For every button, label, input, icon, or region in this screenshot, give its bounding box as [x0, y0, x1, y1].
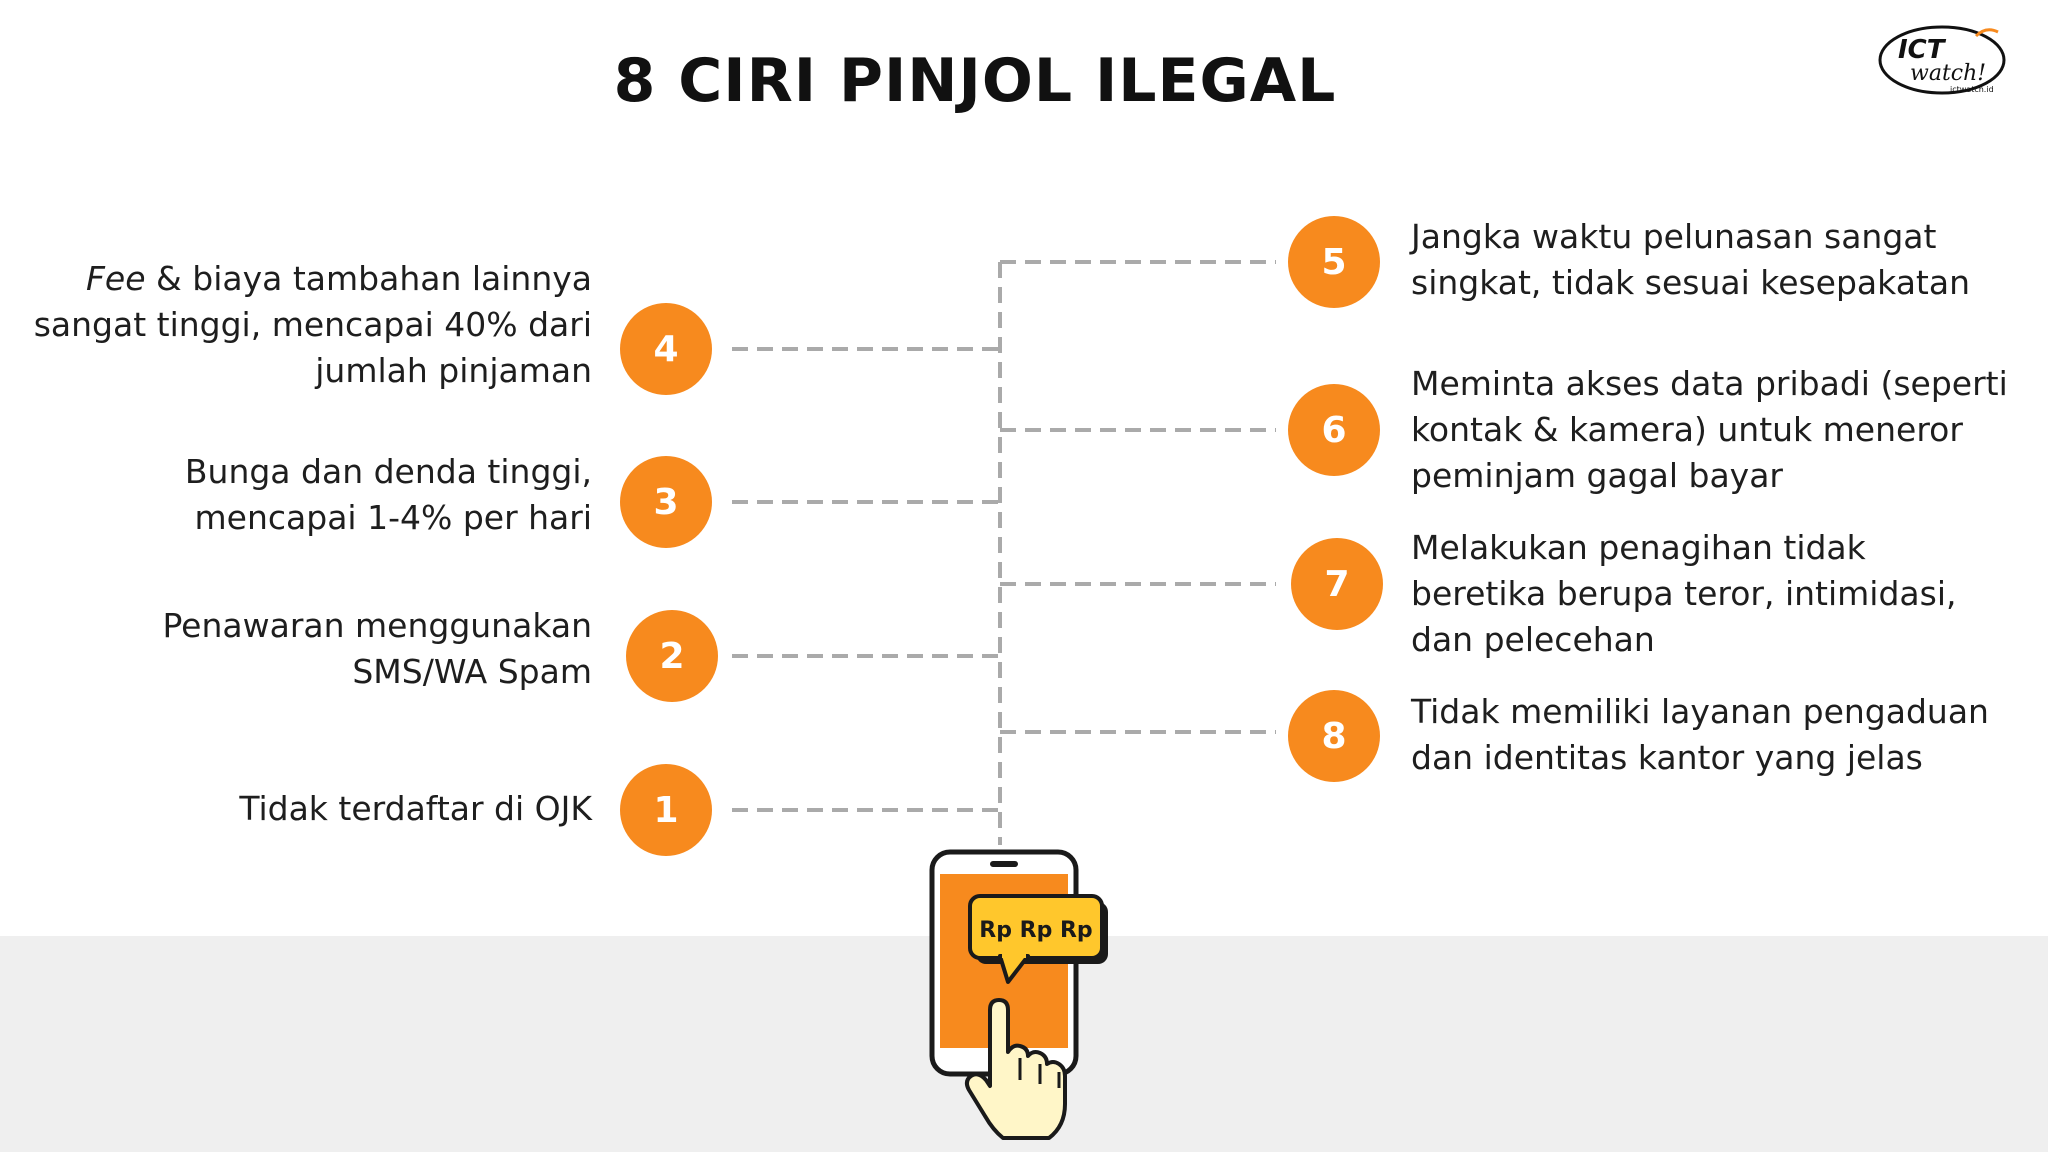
ictwatch-logo: ICT watch! ictwatch.id: [1876, 22, 2014, 100]
item-7-text: Melakukan penagihan tidak beretika berup…: [1411, 528, 1957, 659]
phone-hand-icon: Rp Rp Rp: [920, 840, 1120, 1140]
item-2-text: Penawaran menggunakan SMS/WA Spam: [162, 606, 592, 691]
fee-italic: Fee: [85, 259, 146, 298]
item-5-badge: 5: [1288, 216, 1380, 308]
item-2-badge: 2: [626, 610, 718, 702]
logo-ict: ICT: [1898, 35, 1947, 65]
logo-url: ictwatch.id: [1950, 85, 1994, 94]
page-title: 8 CIRI PINJOL ILEGAL: [613, 46, 1337, 116]
item-1-text: Tidak terdaftar di OJK: [239, 789, 592, 828]
logo-watch: watch!: [1910, 61, 1986, 86]
item-6-text: Meminta akses data pribadi (seperti kont…: [1411, 364, 2008, 495]
item-4-badge: 4: [620, 303, 712, 395]
item-1-badge: 1: [620, 764, 712, 856]
item-8-text: Tidak memiliki layanan pengaduan dan ide…: [1411, 692, 1989, 777]
item-8-badge: 8: [1288, 690, 1380, 782]
item-3-badge: 3: [620, 456, 712, 548]
bubble-text: Rp Rp Rp: [979, 918, 1092, 943]
item-4-text: Fee & biaya tambahan lainnya sangat ting…: [33, 259, 592, 390]
item-3-text: Bunga dan denda tinggi, mencapai 1-4% pe…: [184, 452, 592, 537]
item-5-text: Jangka waktu pelunasan sangat singkat, t…: [1411, 217, 1970, 302]
item-6-badge: 6: [1288, 384, 1380, 476]
item-7-badge: 7: [1291, 538, 1383, 630]
